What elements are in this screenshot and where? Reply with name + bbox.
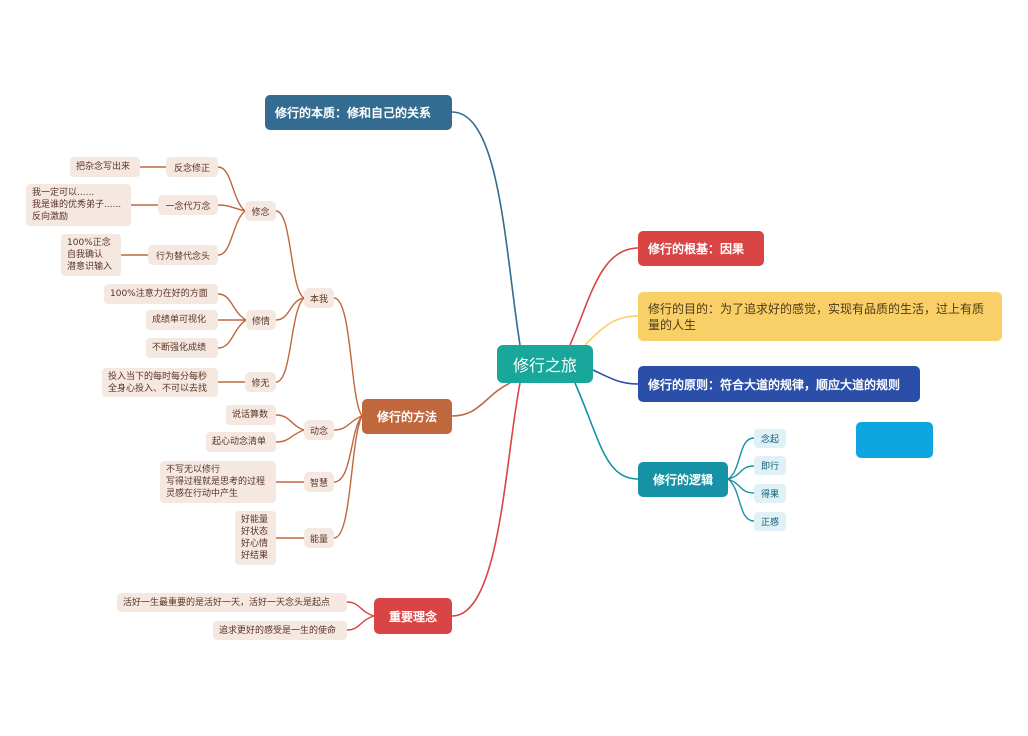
edge-dongnian-leaf1: [275, 414, 305, 431]
floating-blank-topic[interactable]: [856, 422, 933, 458]
edge-center-essence: [451, 111, 521, 346]
edge-method-benwo: [333, 297, 363, 417]
subtopic-xiuwu[interactable]: 修无: [245, 372, 276, 392]
edge-xiunian-yinian: [217, 204, 246, 212]
topic-method[interactable]: 修行的方法: [362, 399, 452, 434]
leaf-xiuqing-1[interactable]: 100%注意力在好的方面: [104, 284, 218, 304]
subtopic-yinian[interactable]: 一念代万念: [158, 195, 218, 215]
leaf-xingwei[interactable]: 100%正念 自我确认 潜意识输入: [61, 234, 121, 276]
leaf-dongnian-2[interactable]: 起心动念清单: [206, 432, 276, 452]
edge-method-dongnian: [333, 415, 363, 431]
topic-purpose-text: 修行的目的：为了追求好的感觉，实现有品质的生活，过上有质量的人生: [648, 301, 985, 332]
edge-center-method: [451, 382, 511, 417]
leaf-dongnian-1[interactable]: 说话算数: [226, 405, 276, 425]
edge-method-nengliang: [333, 415, 363, 539]
edge-xiuqing-leaf1: [217, 293, 247, 321]
edge-benwo-xiuqing: [275, 297, 305, 321]
leaf-xiuqing-2[interactable]: 成绩单可视化: [146, 310, 218, 330]
edge-logic-item4: [727, 478, 755, 522]
logic-item-3[interactable]: 得果: [754, 484, 786, 503]
central-topic[interactable]: 修行之旅: [497, 345, 593, 383]
edge-ideas-leaf2: [346, 615, 375, 631]
leaf-yinian[interactable]: 我一定可以...... 我是谁的优秀弟子...... 反向激励: [26, 184, 131, 226]
subtopic-fannian[interactable]: 反念修正: [166, 157, 218, 177]
logic-item-1[interactable]: 念起: [754, 429, 786, 448]
edge-logic-item1: [727, 437, 755, 480]
subtopic-zhihui[interactable]: 智慧: [304, 472, 334, 492]
edge-logic-item2: [727, 465, 755, 480]
logic-item-2[interactable]: 即行: [754, 456, 786, 475]
topic-ideas[interactable]: 重要理念: [374, 598, 452, 634]
topic-essence[interactable]: 修行的本质：修和自己的关系: [265, 95, 452, 130]
logic-item-4[interactable]: 正感: [754, 512, 786, 531]
subtopic-xingwei[interactable]: 行为替代念头: [148, 245, 218, 265]
topic-logic[interactable]: 修行的逻辑: [638, 462, 728, 497]
edge-center-logic: [574, 382, 639, 480]
subtopic-xiuqing[interactable]: 修情: [246, 310, 276, 330]
leaf-xiuqing-3[interactable]: 不断强化成绩: [146, 338, 218, 358]
edge-center-foundation: [569, 247, 639, 346]
topic-purpose[interactable]: 修行的目的：为了追求好的感觉，实现有品质的生活，过上有质量的人生: [638, 292, 1002, 341]
edge-method-zhihui: [333, 415, 363, 483]
edge-dongnian-leaf2: [275, 429, 305, 443]
subtopic-nengliang[interactable]: 能量: [304, 528, 334, 548]
leaf-fannian[interactable]: 把杂念写出来: [70, 157, 140, 177]
edge-xiuqing-leaf3: [217, 319, 247, 349]
edge-center-principle: [592, 369, 639, 385]
subtopic-benwo[interactable]: 本我: [304, 288, 334, 308]
leaf-xiuwu[interactable]: 投入当下的每时每分每秒 全身心投入、不可以去找: [102, 368, 218, 397]
leaf-ideas-1[interactable]: 活好一生最重要的是活好一天，活好一天念头是起点: [117, 593, 347, 612]
edge-center-purpose: [584, 315, 639, 346]
edge-xiunian-xingwei: [217, 210, 246, 256]
edge-benwo-xiunian: [275, 210, 305, 299]
edge-center-ideas: [451, 382, 521, 617]
edge-xiunian-fannian: [217, 166, 246, 212]
leaf-nengliang[interactable]: 好能量 好状态 好心情 好结果: [235, 511, 276, 565]
leaf-zhihui[interactable]: 不写无以修行 写得过程就是思考的过程 灵感在行动中产生: [160, 461, 276, 503]
leaf-ideas-2[interactable]: 追求更好的感受是一生的使命: [213, 621, 347, 640]
edge-ideas-leaf1: [346, 601, 375, 617]
topic-principle[interactable]: 修行的原则：符合大道的规律，顺应大道的规则: [638, 366, 920, 402]
subtopic-xiunian[interactable]: 修念: [245, 201, 276, 221]
subtopic-dongnian[interactable]: 动念: [304, 420, 334, 440]
edge-benwo-xiuwu: [275, 297, 305, 383]
topic-foundation[interactable]: 修行的根基：因果: [638, 231, 764, 266]
edge-logic-item3: [727, 478, 755, 494]
